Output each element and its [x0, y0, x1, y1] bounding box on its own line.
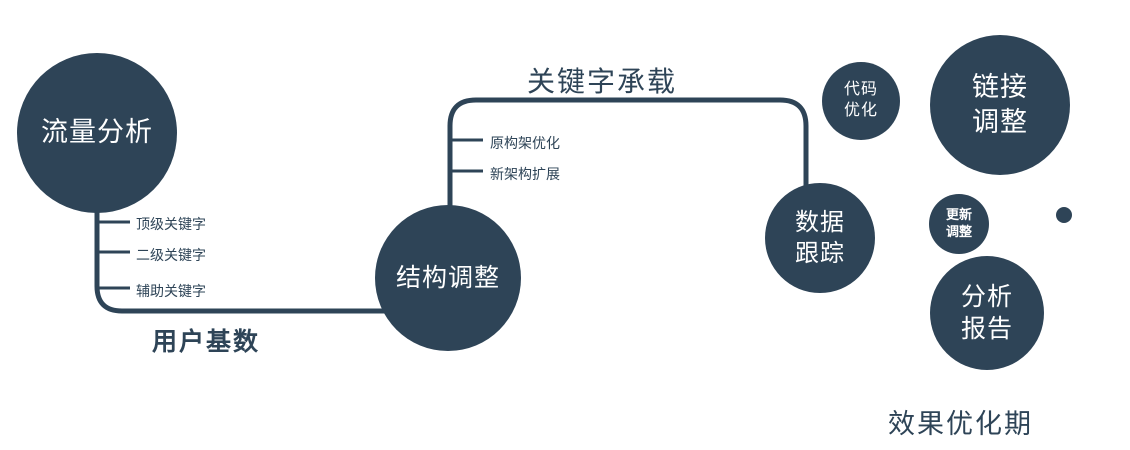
connector-structure-to-tracking: [447, 97, 809, 212]
node-traffic-analysis: 流量分析: [17, 53, 177, 213]
node-update-adjustment: 更新 调整: [929, 194, 989, 254]
branch-label-auxiliary-keywords: 辅助关键字: [136, 283, 206, 299]
node-link-adjustment: 链接 调整: [930, 35, 1070, 175]
branch-label-original-architecture: 原构架优化: [490, 135, 560, 151]
node-code-optimization-label-line1: 代码: [843, 81, 878, 99]
edge-label-user-base: 用户基数: [152, 328, 261, 356]
node-analysis-report: 分析 报告: [930, 256, 1044, 370]
node-traffic-analysis-label: 流量分析: [41, 117, 153, 148]
node-update-adjustment-label-line2: 调整: [945, 224, 972, 239]
node-analysis-report-label-line1: 分析: [960, 282, 1013, 311]
node-structure-adjustment: 结构调整: [375, 205, 521, 351]
branch-label-top-keywords: 顶级关键字: [136, 216, 206, 232]
node-data-tracking-label-line1: 数据: [795, 208, 845, 236]
node-analysis-report-label-line2: 报告: [960, 315, 1013, 343]
node-code-optimization: 代码 优化: [822, 62, 900, 140]
branch-label-new-architecture: 新架构扩展: [490, 166, 560, 182]
node-code-optimization-label-line2: 优化: [843, 102, 878, 119]
node-structure-adjustment-label: 结构调整: [395, 263, 500, 292]
branch-label-second-keywords: 二级关键字: [136, 247, 206, 263]
decorative-dot: [1056, 207, 1072, 223]
node-link-adjustment-label-line1: 链接: [972, 71, 1028, 102]
node-data-tracking-label-line2: 跟踪: [795, 240, 845, 267]
caption-effect-optimization-period: 效果优化期: [888, 409, 1033, 439]
connector-traffic-to-structure: [94, 190, 390, 314]
node-update-adjustment-label-line1: 更新: [945, 207, 972, 223]
node-data-tracking: 数据 跟踪: [765, 183, 875, 293]
edge-label-keyword-carrying: 关键字承载: [527, 66, 678, 97]
node-link-adjustment-label-line2: 调整: [972, 107, 1028, 137]
